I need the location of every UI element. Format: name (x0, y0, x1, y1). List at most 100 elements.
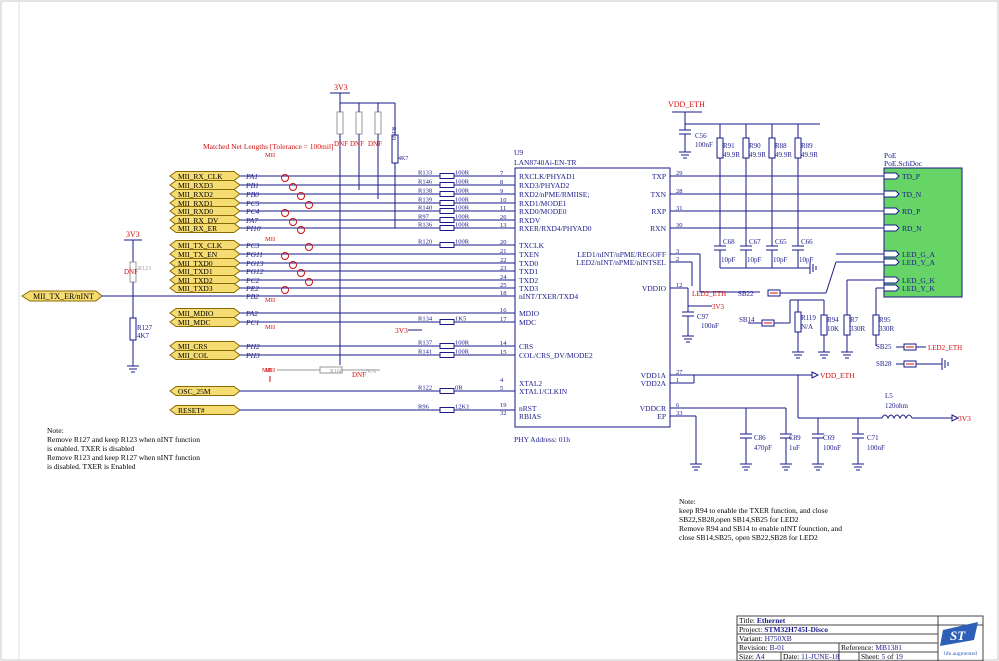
pin-number: 31 (676, 205, 683, 212)
pin-number: 20 (500, 239, 507, 246)
poe-port-tag (883, 207, 900, 215)
svg-text:49.9R: 49.9R (775, 151, 792, 159)
pin-number: 19 (500, 402, 507, 409)
mdio-pullup: 3V3 (395, 326, 422, 335)
svg-text:R119: R119 (801, 314, 816, 322)
chip-u9[interactable]: U9 LAN8740Ai-EN-TR PHY Address: 01h (514, 148, 671, 444)
net-mii-tx-er[interactable]: MII_TX_ER/nINT (21, 290, 515, 302)
title-block: Title: Ethernet Project: STM32H745I-Disc… (739, 616, 903, 661)
svg-text:N/A: N/A (366, 369, 377, 375)
net-label: MII_RX_DV (178, 216, 219, 225)
resistor-value: 100R (455, 349, 470, 356)
svg-text:C89: C89 (789, 434, 801, 442)
mii-marker: MII (265, 367, 275, 374)
svg-text:DNF: DNF (352, 371, 366, 379)
resistor-ref: R138 (418, 188, 432, 195)
series-resistor (439, 208, 455, 214)
net-label: MII_RXD3 (178, 181, 213, 190)
pin-name: RXN (650, 224, 666, 233)
pin-number: 8 (500, 179, 503, 186)
pin-number: 33 (676, 410, 683, 417)
svg-text:C97: C97 (697, 313, 709, 321)
poe-port-label: RD_N (902, 224, 922, 233)
pin-number: 29 (676, 170, 683, 177)
series-resistor (439, 242, 455, 248)
svg-text:10pF: 10pF (721, 256, 736, 264)
resistor-value: 100R (455, 239, 470, 246)
pin-name: VDDIO (642, 284, 667, 293)
svg-text:4K7: 4K7 (137, 332, 150, 340)
series-resistor (439, 200, 455, 206)
mii-marker-icon (281, 286, 289, 294)
poe-port-tag (883, 250, 900, 258)
pin-name: RXER/RXD4/PHYAD0 (519, 224, 592, 233)
pin-number: 17 (500, 316, 507, 323)
resistor-value: 12K1 (455, 404, 469, 411)
mii-marker-icon (297, 226, 305, 234)
poe-port-label: LED_Y_K (902, 284, 935, 293)
pin-name: CRS (519, 342, 533, 351)
svg-text:R169: R169 (390, 127, 396, 140)
svg-text:LED2_ETH: LED2_ETH (928, 344, 962, 352)
pin-name: VDD2A (641, 379, 667, 388)
pin-name: TXCLK (519, 241, 545, 250)
pin-number: 13 (500, 222, 507, 229)
series-resistor (439, 173, 455, 179)
matched-net-note: Matched Net Lengths [Tolerance = 100mil] (203, 142, 334, 151)
pin-name: MDIO (519, 309, 540, 318)
svg-text:R127: R127 (137, 324, 153, 332)
pin-name: LED1/nINT/nPME/REGOFF (577, 250, 666, 259)
net-label: MII_TX_CLK (178, 241, 223, 250)
pin-number: 30 (676, 222, 683, 229)
svg-text:330R: 330R (850, 325, 866, 333)
pin-number: 25 (500, 282, 507, 289)
poe-ports: TD_PTD_NRD_PRD_NLED_G_ALED_Y_ALED_G_KLED… (883, 172, 935, 293)
pin-name: XTAL2 (519, 379, 542, 388)
svg-text:49.9R: 49.9R (749, 151, 766, 159)
pin-name: RXD0/MODE0 (519, 207, 567, 216)
resistor-ref: R133 (418, 170, 432, 177)
net-label: MII_TXD1 (178, 267, 213, 276)
mii-marker: MII (265, 297, 275, 304)
pin-number: 12 (676, 282, 683, 289)
pin-name: nINT/TXER/TXD4 (519, 292, 578, 301)
svg-text:N/A: N/A (801, 323, 813, 331)
dnf-label-2: DNF (350, 140, 364, 148)
resistor-ref: R146 (418, 179, 433, 186)
poe-port-label: RD_P (902, 207, 920, 216)
svg-text:10pF: 10pF (773, 256, 788, 264)
resistor-ref: R134 (418, 316, 433, 323)
dnf-resistors: R169 4K7 (336, 103, 408, 365)
series-resistor (439, 182, 455, 188)
svg-text:MII_TX_ER/nINT: MII_TX_ER/nINT (33, 292, 94, 301)
series-resistor (439, 388, 455, 394)
poe-port-tag (883, 190, 900, 198)
svg-text:R88: R88 (775, 142, 787, 150)
pin-number: 28 (676, 188, 683, 195)
svg-text:life.augmented: life.augmented (944, 650, 977, 657)
svg-text:3V3: 3V3 (958, 414, 971, 423)
poe-port-tag (883, 276, 900, 284)
net-label: MII_RX_ER (178, 224, 217, 233)
poe-port-tag (883, 172, 900, 180)
poe-sheet[interactable]: PoE PoE.SchDoc (883, 151, 963, 298)
mii-marker-icon (305, 201, 313, 209)
pin-name: VDDCR (640, 404, 666, 413)
